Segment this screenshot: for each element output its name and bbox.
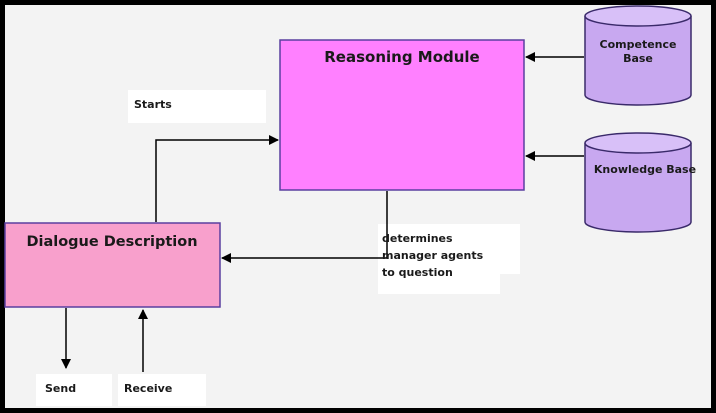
competence-base-label-line1: Competence bbox=[600, 38, 677, 51]
determines-label-box-bottom bbox=[378, 270, 500, 294]
reasoning-module-box bbox=[279, 39, 525, 191]
receive-label: Receive bbox=[124, 382, 172, 395]
determines-label-box-top bbox=[378, 224, 520, 274]
arrow-dialogue-starts-reasoning bbox=[155, 135, 279, 222]
determines-label-line1: determines bbox=[382, 232, 453, 245]
send-label-box bbox=[36, 374, 112, 406]
receive-label-box bbox=[118, 374, 206, 406]
reasoning-module-label: Reasoning Module bbox=[324, 48, 480, 66]
arrow-reasoning-determines-dialogue bbox=[221, 191, 388, 263]
knowledge-base-database bbox=[584, 132, 692, 233]
competence-base-database bbox=[584, 5, 692, 106]
send-label: Send bbox=[45, 382, 76, 395]
knowledge-base-label: Knowledge Base bbox=[594, 163, 696, 176]
starts-label-box bbox=[128, 90, 266, 123]
dialogue-description-label: Dialogue Description bbox=[26, 234, 197, 250]
starts-label: Starts bbox=[134, 98, 172, 111]
competence-base-label-line2: Base bbox=[623, 52, 653, 65]
dialogue-description-box bbox=[4, 222, 221, 308]
determines-label-line3: to question bbox=[382, 266, 453, 279]
determines-label-line2: manager agents bbox=[382, 249, 484, 262]
